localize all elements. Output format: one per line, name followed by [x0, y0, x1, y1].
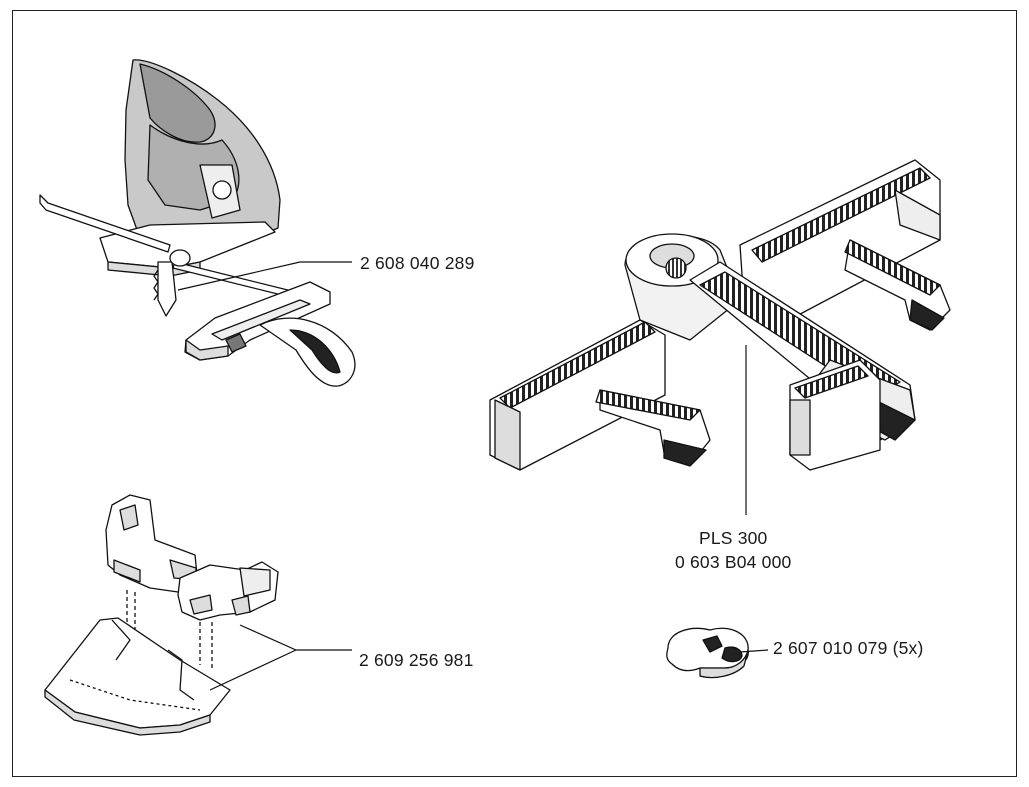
laser-station-label: PLS 300 0 603 B04 000: [675, 527, 791, 575]
clip-part-number: 2 607 010 079 (5x): [773, 638, 924, 658]
sole-plate-part-number: 2 609 256 981: [359, 650, 474, 670]
laser-part-number: 0 603 B04 000: [675, 552, 792, 572]
page-frame: [12, 10, 1017, 777]
laser-model-name: PLS 300: [698, 528, 768, 548]
laser-station-illustration: [489, 159, 951, 515]
leader-lines: [177, 261, 769, 691]
jigsaw-illustration: [39, 59, 356, 387]
jigsaw-guide-part-number: 2 608 040 289: [360, 253, 475, 273]
sole-plate-illustration: [44, 494, 279, 736]
clip-illustration: [666, 627, 749, 679]
